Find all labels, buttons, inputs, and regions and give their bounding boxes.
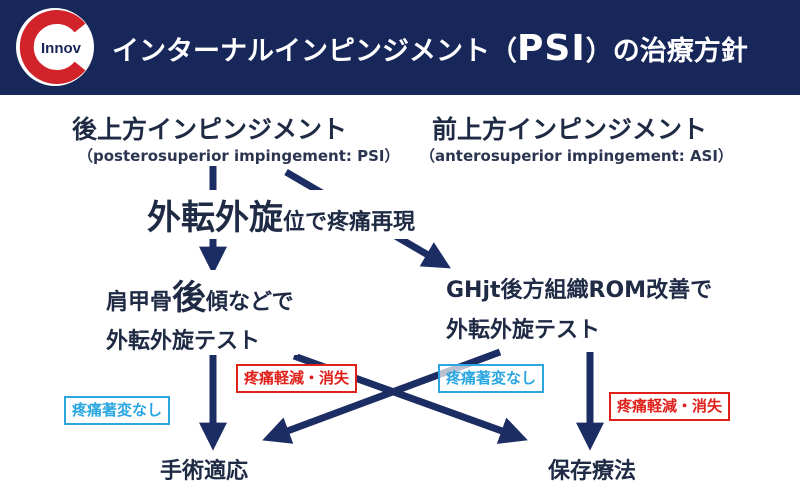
innov-logo: Innov: [16, 8, 94, 86]
page-title: インターナルインピンジメント（PSI）の治療方針: [112, 27, 748, 71]
scap-line1-post: 傾などで: [206, 290, 294, 315]
tag-no-change-right: 疼痛著変なし: [438, 364, 545, 393]
title-suffix: ）の治療方針: [585, 36, 748, 67]
abduction-er-emphasis: 外転外旋: [147, 198, 283, 238]
tag-pain-relief-right: 疼痛軽減・消失: [609, 392, 731, 421]
asi-title: 前上方インピンジメント: [432, 115, 708, 144]
ghjt-test-node: GHjt後方組織ROM改善で 外転外旋テスト: [442, 272, 717, 344]
psi-subtitle: （posterosuperior impingement: PSI）: [78, 147, 400, 165]
outcome-surgery: 手術適応: [160, 459, 249, 484]
ghjt-line1: GHjt後方組織ROM改善で: [446, 278, 713, 303]
outcome-conservative: 保存療法: [548, 459, 637, 484]
scapula-test-node: 肩甲骨後傾などで 外転外旋テスト: [102, 270, 298, 355]
title-banner: Innov インターナルインピンジメント（PSI）の治療方針: [0, 0, 800, 95]
title-psi: PSI: [517, 28, 586, 69]
title-prefix: インターナルインピンジメント（: [112, 36, 517, 67]
scap-line1-big: 後: [172, 278, 207, 318]
ghjt-line2: 外転外旋テスト: [446, 318, 601, 343]
asi-subtitle: （anterosuperior impingement: ASI）: [420, 147, 733, 165]
reproduction-rest: 位で疼痛再現: [283, 210, 416, 235]
tag-pain-relief-left: 疼痛軽減・消失: [236, 364, 358, 393]
scap-line2: 外転外旋テスト: [106, 329, 261, 354]
pain-reproduction-label: 外転外旋位で疼痛再現: [143, 190, 420, 239]
tag-no-change-left: 疼痛著変なし: [64, 396, 171, 425]
psi-title: 後上方インピンジメント: [72, 115, 348, 144]
logo-text: Innov: [41, 40, 82, 57]
scap-line1-pre: 肩甲骨: [106, 290, 173, 315]
